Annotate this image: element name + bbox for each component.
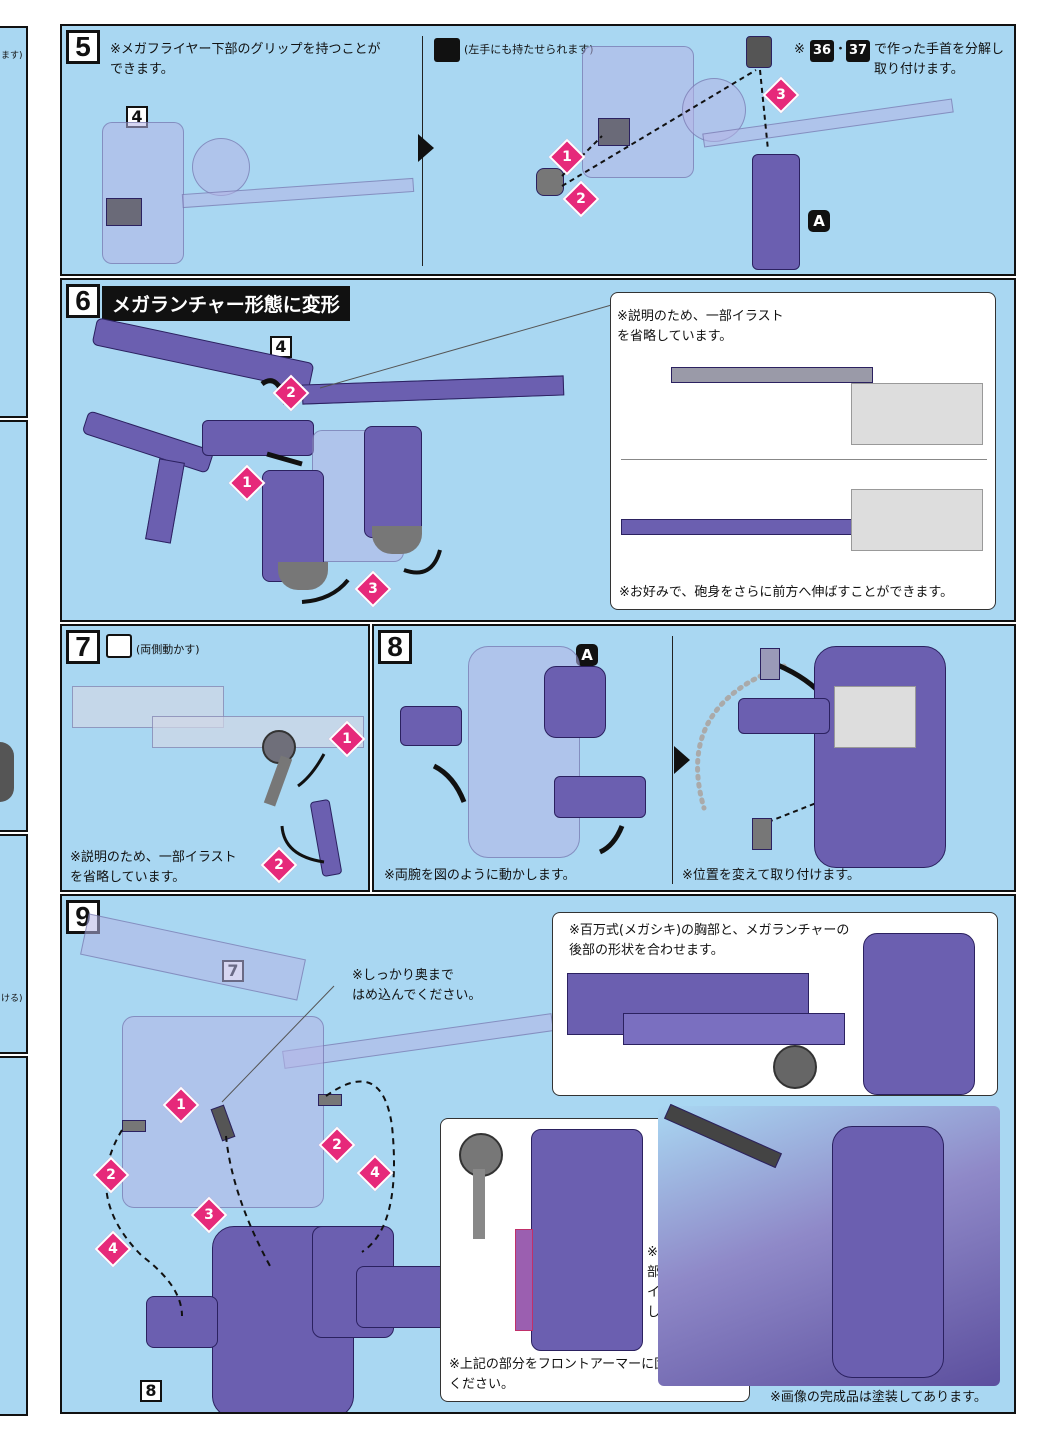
forearm-right [554, 776, 646, 818]
inset-leg [531, 1129, 643, 1351]
step7-arrows [280, 753, 326, 864]
grip-part [106, 198, 142, 226]
both-hands-icon [434, 38, 460, 62]
prev-page-strip-top: ます) [0, 26, 28, 418]
inset-note-omitted: ※説明のため、一部イラスト を省略しています。 [617, 309, 784, 344]
prev-page-part [0, 742, 14, 802]
step5-note-grip: ※メガフライヤー下部のグリップを持つことが できます。 [110, 42, 381, 77]
prev-page-strip-mid [0, 420, 28, 832]
step-number: 5 [66, 30, 100, 64]
prev-page-text: ける) [1, 994, 23, 1004]
detached-part-top [760, 648, 780, 680]
launcher-body [202, 420, 314, 456]
step8-note-arms: ※両腕を図のように動かします。 [384, 868, 576, 883]
arm-part [752, 154, 800, 270]
inset-barrel-upper [671, 367, 873, 383]
inset-arm-ghost [851, 383, 983, 445]
mega-flyer-illustration [582, 46, 694, 178]
step6-title: メガランチャー形態に変形 [102, 286, 350, 321]
step6-panel: 6 メガランチャー形態に変形 4 1 2 3 ※説明のため、一部イラスト を省略… [60, 278, 1016, 622]
inset-joint-arm [473, 1169, 485, 1239]
step7-note-omitted: ※説明のため、一部イラスト を省略しています。 [70, 850, 237, 885]
peg-side-left [122, 1120, 146, 1132]
arrow-right-icon [418, 134, 434, 162]
step-number: 6 [66, 284, 100, 318]
flyer-engine [192, 138, 250, 196]
step-number: 7 [66, 630, 100, 664]
part-number-36: 36 [810, 40, 834, 62]
arrow-right-icon [674, 746, 690, 774]
step5-note2-prefix: ※ [794, 42, 805, 57]
mobile-suit-body [814, 646, 946, 868]
tag-a: A [808, 210, 830, 232]
forearm-left [146, 1296, 218, 1348]
divider [672, 636, 673, 884]
inset-suit [863, 933, 975, 1095]
forearm-raised [738, 698, 830, 734]
forearm-left [400, 706, 462, 746]
photo-note-painted: ※画像の完成品は塗装してあります。 [770, 1390, 987, 1405]
thruster-nozzle [278, 562, 328, 590]
inset-arm-ghost [851, 489, 983, 551]
step7-panel: 7 (両側動かす) 1 2 ※説明のため、一部イラスト を省略しています。 [60, 624, 370, 892]
step8-note-position: ※位置を変えて取り付けます。 [682, 868, 860, 883]
step7-icon-note: (両側動かす) [136, 643, 200, 656]
inset-note-fix-armor: ※上記の部分をフロントアーマーに固定して ください。 [449, 1357, 706, 1392]
arm-ghost [152, 716, 364, 748]
prev-page-text: ます) [1, 51, 23, 61]
part-number-37: 37 [846, 40, 870, 62]
step5-panel: 5 ※メガフライヤー下部のグリップを持つことが できます。 4 (左手にも持たせ… [60, 24, 1016, 276]
inset-note-shape: ※百万式(メガシキ)の胸部と、メガランチャーの 後部の形状を合わせます。 [569, 923, 850, 958]
step5-dashed-arrows [561, 69, 769, 187]
ref-step-8: 8 [140, 1380, 162, 1402]
inset-divider [621, 459, 987, 460]
inset-arm [623, 1013, 845, 1045]
inset-note-extend: ※お好みで、砲身をさらに前方へ伸ばすことができます。 [619, 585, 954, 600]
grip-part [598, 118, 630, 146]
both-sides-icon [106, 634, 132, 658]
chest-ghost [834, 686, 916, 748]
step9-chest-inset: ※百万式(メガシキ)の胸部と、メガランチャーの 後部の形状を合わせます。 [552, 912, 998, 1096]
step6-detail-inset: ※説明のため、一部イラスト を省略しています。 ※お好みで、砲身をさらに前方へ伸… [610, 292, 996, 610]
mega-flyer-illustration [102, 122, 184, 264]
step9-note-insert: ※しっかり奥まで はめ込んでください。 [352, 968, 482, 1003]
photo-figure [832, 1126, 944, 1378]
tag-a: A [576, 644, 598, 666]
finished-model-photo [658, 1106, 1000, 1386]
binder-right [364, 426, 422, 538]
prev-page-strip-bottom [0, 1056, 28, 1416]
prev-page-strip-mid2: ける) [0, 834, 28, 1054]
thruster-nozzle [372, 526, 422, 554]
step8-panel: 8 A ※両腕を図のように動かします。 ※位置を変えて取り付けます。 [372, 624, 1016, 892]
detached-part-bottom [752, 818, 772, 850]
hand-part [536, 168, 564, 196]
hand-part-top [746, 36, 772, 68]
shoulder-part [544, 666, 606, 738]
step9-panel: 9 7 8 ※しっかり奥まで はめ込んでください。 1 2 2 3 4 4 ※百… [60, 894, 1016, 1414]
step5-icon-note: (左手にも持たせられます) [464, 43, 594, 56]
peg-side-right [318, 1094, 342, 1106]
step-number: 8 [378, 630, 412, 664]
inset-armor-highlight [515, 1229, 533, 1331]
inset-wheel [773, 1045, 817, 1089]
inset-barrel-lower [621, 519, 863, 535]
step5-note-hands: で作った手首を分解し 取り付けます。 [874, 42, 1005, 77]
step5-note2-sep: ・ [834, 42, 848, 57]
